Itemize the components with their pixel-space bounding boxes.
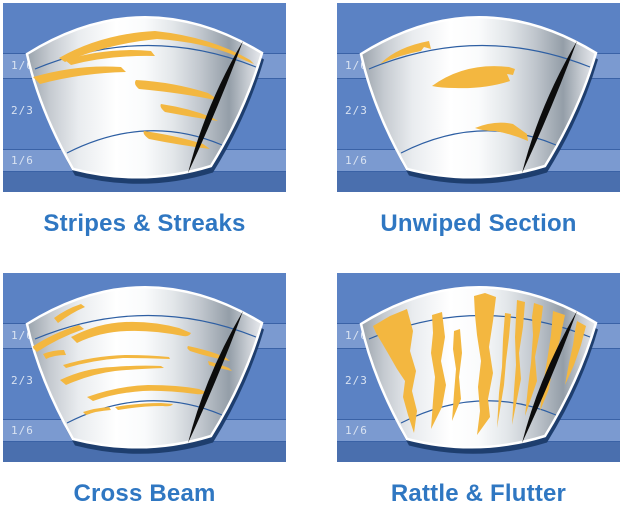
panel-rattle-flutter: 1/6 2/3 1/6 Rattle & Flutter — [337, 273, 620, 508]
streak — [59, 31, 254, 64]
wipe-defect-pattern — [373, 293, 586, 435]
streak — [525, 303, 543, 416]
panel-stripes-streaks: 1/6 2/3 1/6 Stripes & Streaks — [3, 3, 286, 238]
streak — [54, 304, 85, 323]
panel-title: Unwiped Section — [380, 210, 577, 237]
streak — [135, 80, 220, 101]
streak — [60, 365, 164, 385]
panel-title: Rattle & Flutter — [390, 480, 567, 507]
scale-label-middle: 2/3 — [11, 374, 34, 387]
scale-label-middle: 2/3 — [345, 374, 368, 387]
wiper-blade — [188, 41, 243, 173]
streak — [431, 312, 446, 429]
scale-label-top: 1/6 — [345, 329, 368, 342]
wipe-zone-arc-upper — [368, 44, 591, 70]
wiper-wear-patterns-infographic: 1/6 2/3 1/6 Stripes & Streaks — [3, 3, 620, 508]
streak — [452, 329, 462, 421]
wipe-zone-arc-upper — [34, 314, 257, 340]
streak — [115, 403, 173, 410]
streak — [497, 313, 511, 428]
streak — [71, 321, 191, 343]
scale-label-middle: 2/3 — [345, 104, 368, 117]
streak — [87, 385, 206, 401]
streak — [380, 41, 431, 64]
streak — [475, 122, 528, 141]
scale-label-bottom: 1/6 — [345, 154, 368, 167]
panel-unwiped-section: 1/6 2/3 1/6 Unwiped Section — [337, 3, 620, 238]
streak — [65, 50, 155, 65]
streak — [143, 131, 210, 149]
streak — [33, 66, 126, 84]
wipe-zone-arc-lower — [66, 400, 223, 424]
windshield-diagram: 1/6 2/3 1/6 — [3, 3, 286, 192]
panel-title: Stripes & Streaks — [43, 210, 246, 237]
windshield-diagram: 1/6 2/3 1/6 — [3, 273, 286, 462]
wiper-blade — [188, 311, 243, 443]
streak — [160, 104, 218, 121]
scale-label-bottom: 1/6 — [11, 154, 34, 167]
wiper-blade — [522, 311, 577, 443]
panel-title: Cross Beam — [73, 480, 216, 507]
scale-label-top: 1/6 — [11, 59, 34, 72]
scale-label-bottom: 1/6 — [345, 424, 368, 437]
windshield-diagram: 1/6 2/3 1/6 — [337, 3, 620, 192]
wipe-defect-pattern — [380, 41, 528, 141]
wipe-zone-arc-lower — [400, 130, 557, 154]
streak — [474, 293, 496, 435]
streak — [373, 309, 417, 433]
wipe-zone-arc-lower — [66, 130, 223, 154]
wiper-blade — [522, 41, 577, 173]
streak — [32, 325, 84, 352]
streak — [565, 321, 586, 385]
wipe-defect-pattern — [33, 31, 254, 149]
panel-grid: 1/6 2/3 1/6 Stripes & Streaks — [3, 3, 620, 508]
scale-label-middle: 2/3 — [11, 104, 34, 117]
panel-cross-beam: 1/6 2/3 1/6 Cross Beam — [3, 273, 286, 508]
streak — [63, 355, 170, 368]
streak — [512, 300, 525, 425]
streak — [43, 350, 66, 359]
streak — [83, 407, 111, 415]
streak — [432, 66, 515, 89]
scale-label-bottom: 1/6 — [11, 424, 34, 437]
windshield-diagram: 1/6 2/3 1/6 — [337, 273, 620, 462]
scale-label-top: 1/6 — [11, 329, 34, 342]
scale-label-top: 1/6 — [345, 59, 368, 72]
